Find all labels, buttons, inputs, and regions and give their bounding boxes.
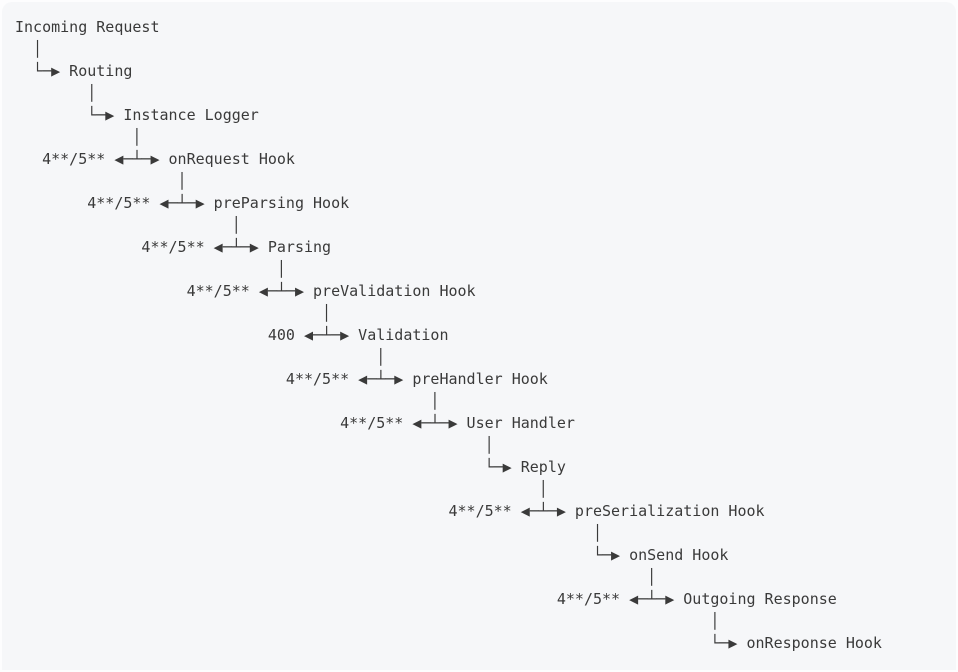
diagram-line: 4**/5** ◀─┴─▶ Parsing [15,238,332,256]
diagram-line: └─▶ Instance Logger [15,106,259,124]
diagram-line: 400 ◀─┴─▶ Validation [15,326,449,344]
diagram-line: 4**/5** ◀─┴─▶ preValidation Hook [15,282,476,300]
diagram-line: │ [15,480,548,498]
diagram-line: └─▶ onResponse Hook [15,634,882,652]
diagram-line: Incoming Request [15,18,160,36]
diagram-line: │ [15,392,440,410]
diagram-line: │ [15,436,494,454]
diagram-line: 4**/5** ◀─┴─▶ onRequest Hook [15,150,295,168]
diagram-line: │ [15,172,187,190]
diagram-line: │ [15,260,286,278]
diagram-line: └─▶ Reply [15,458,566,476]
diagram-line: │ [15,216,241,234]
diagram-line: │ [15,304,332,322]
diagram-line: │ [15,612,720,630]
diagram-line: 4**/5** ◀─┴─▶ preSerialization Hook [15,502,765,520]
diagram-line: └─▶ Routing [15,62,133,80]
diagram-line: 4**/5** ◀─┴─▶ Outgoing Response [15,590,837,608]
diagram-line: │ [15,128,142,146]
diagram-line: │ [15,84,97,102]
diagram-line: │ [15,40,43,58]
diagram-line: │ [15,568,657,586]
diagram-line: │ [15,348,386,366]
lifecycle-diagram: Incoming Request │ └─▶ Routing │ └─▶ Ins… [15,16,946,654]
diagram-line: └─▶ onSend Hook [15,546,729,564]
diagram-line: 4**/5** ◀─┴─▶ User Handler [15,414,575,432]
diagram-line: 4**/5** ◀─┴─▶ preParsing Hook [15,194,350,212]
diagram-line: │ [15,524,602,542]
diagram-line: 4**/5** ◀─┴─▶ preHandler Hook [15,370,548,388]
